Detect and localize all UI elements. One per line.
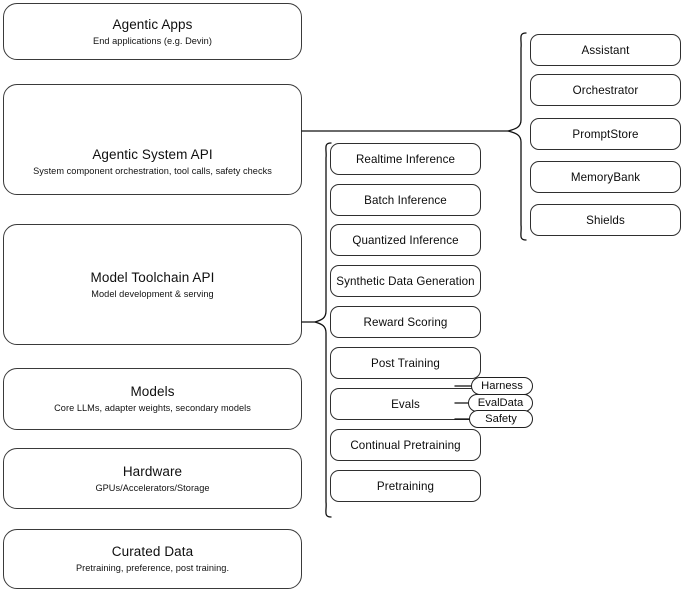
layer-title-agentic-system-api: Agentic System API [92,146,213,162]
brace-agentic-system-components [507,32,527,241]
layer-title-agentic-apps: Agentic Apps [112,16,193,32]
evals-subcomponent-evaldata[interactable]: EvalData [468,394,533,412]
layer-subtitle-agentic-system-api: System component orchestration, tool cal… [33,165,272,176]
capability-evals[interactable]: Evals [330,388,481,420]
layer-box-models[interactable]: Models Core LLMs, adapter weights, secon… [3,368,302,430]
capability-batch-inference[interactable]: Batch Inference [330,184,481,216]
layer-box-agentic-system-api[interactable]: Agentic System API System component orch… [3,84,302,195]
layer-subtitle-curated-data: Pretraining, preference, post training. [75,563,230,573]
layer-subtitle-model-toolchain-api: Model development & serving [91,288,214,299]
agentic-component-promptstore[interactable]: PromptStore [530,118,681,150]
agentic-component-assistant[interactable]: Assistant [530,34,681,66]
capability-post-training[interactable]: Post Training [330,347,481,379]
layer-box-model-toolchain-api[interactable]: Model Toolchain API Model development & … [3,224,302,345]
layer-title-hardware: Hardware [122,463,183,479]
layer-subtitle-hardware: GPUs/Accelerators/Storage [95,482,210,493]
layer-subtitle-models: Core LLMs, adapter weights, secondary mo… [54,403,251,413]
layer-box-curated-data[interactable]: Curated Data Pretraining, preference, po… [3,529,302,589]
agentic-component-orchestrator[interactable]: Orchestrator [530,74,681,106]
layer-title-models: Models [130,384,175,399]
capability-reward-scoring[interactable]: Reward Scoring [330,306,481,338]
capability-quantized-inference[interactable]: Quantized Inference [330,224,481,256]
agentic-component-memorybank[interactable]: MemoryBank [530,161,681,193]
capability-realtime-inference[interactable]: Realtime Inference [330,143,481,175]
layer-box-hardware[interactable]: Hardware GPUs/Accelerators/Storage [3,448,302,509]
evals-subcomponent-safety[interactable]: Safety [469,410,533,428]
layer-box-agentic-apps[interactable]: Agentic Apps End applications (e.g. Devi… [3,3,302,60]
capability-continual-pretraining[interactable]: Continual Pretraining [330,429,481,461]
evals-subcomponent-harness[interactable]: Harness [471,377,533,395]
brace-model-toolchain-capabilities [314,142,332,518]
capability-pretraining[interactable]: Pretraining [330,470,481,502]
agentic-component-shields[interactable]: Shields [530,204,681,236]
layer-title-model-toolchain-api: Model Toolchain API [90,269,215,285]
capability-synthetic-data-generation[interactable]: Synthetic Data Generation [330,265,481,297]
layer-title-curated-data: Curated Data [111,544,194,559]
layer-subtitle-agentic-apps: End applications (e.g. Devin) [93,35,212,46]
